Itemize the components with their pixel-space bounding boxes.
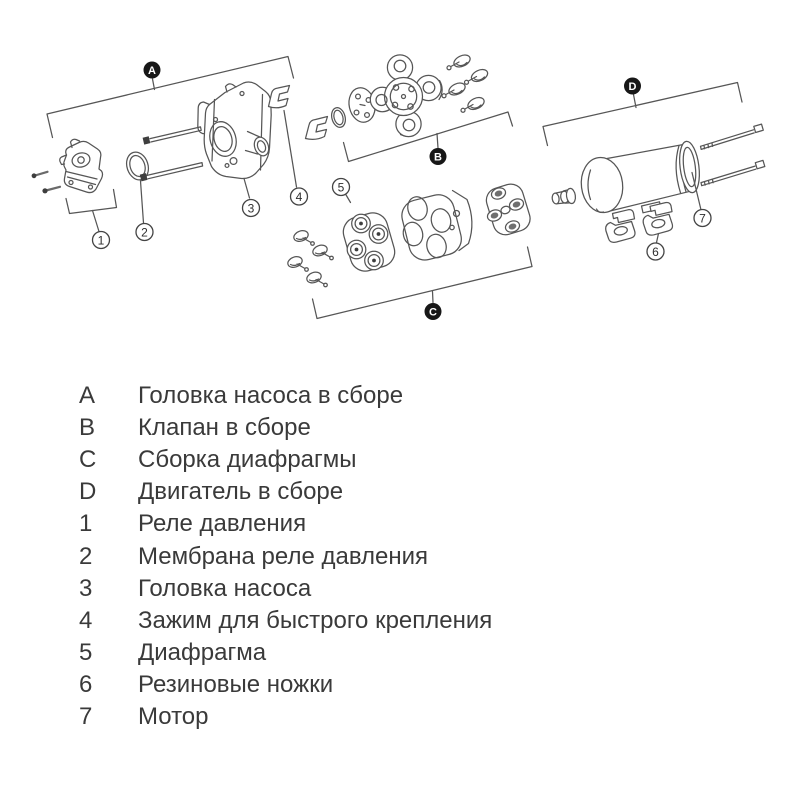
legend-key: B bbox=[79, 414, 96, 442]
part-badge-2: 2 bbox=[135, 222, 154, 242]
quick-clamp-top bbox=[267, 84, 291, 109]
legend-key: 4 bbox=[79, 606, 93, 634]
legend-row-4: 4 Зажим для быстрого крепления bbox=[79, 605, 492, 637]
legend-key: 6 bbox=[79, 670, 93, 698]
pressure-switch-screws bbox=[31, 170, 62, 194]
part-badge-5-label: 5 bbox=[338, 180, 345, 194]
valve-o-ring bbox=[330, 107, 347, 128]
part-badge-3: 3 bbox=[241, 198, 261, 218]
part-badge-2-label: 2 bbox=[141, 225, 148, 239]
part-badge-3-label: 3 bbox=[248, 201, 255, 215]
legend-text: Двигатель в сборе bbox=[138, 478, 344, 506]
bracket-b bbox=[342, 111, 514, 163]
legend-text: Диафрагма bbox=[138, 638, 267, 666]
group-badge-d: D bbox=[624, 77, 641, 95]
bracket-1 bbox=[65, 188, 118, 233]
wobble-plate bbox=[485, 183, 531, 236]
legend-row-d: D Двигатель в сборе bbox=[79, 476, 492, 508]
part-badge-7: 7 bbox=[693, 208, 712, 228]
legend-row-b: B Клапан в сборе bbox=[79, 412, 492, 444]
legend-key: 1 bbox=[79, 510, 93, 538]
group-badge-c-label: C bbox=[429, 307, 437, 319]
group-badge-b: B bbox=[429, 148, 447, 165]
rubber-feet bbox=[605, 201, 674, 244]
motor bbox=[580, 140, 702, 214]
legend-key: C bbox=[79, 446, 97, 474]
group-badge-c: C bbox=[424, 303, 442, 320]
legend-row-7: 7 Мотор bbox=[79, 701, 492, 733]
legend-key: 2 bbox=[79, 542, 93, 570]
group-badge-a-label: A bbox=[148, 65, 156, 77]
group-badge-b-label: B bbox=[434, 152, 442, 164]
legend-text: Головка насоса в сборе bbox=[138, 382, 404, 410]
pressure-switch-membrane bbox=[125, 151, 150, 224]
diaphragm-housing bbox=[401, 189, 473, 261]
legend-text: Резиновые ножки bbox=[138, 670, 334, 698]
legend-row-1: 1 Реле давления bbox=[79, 508, 492, 540]
legend-key: 3 bbox=[79, 574, 93, 602]
legend-text: Головка насоса bbox=[138, 574, 312, 602]
part-badge-6: 6 bbox=[646, 242, 665, 261]
legend-text: Мембрана реле давления bbox=[138, 542, 429, 570]
legend-row-5: 5 Диафрагма bbox=[79, 637, 492, 669]
bracket-c bbox=[311, 246, 533, 320]
part-badge-4: 4 bbox=[289, 187, 309, 206]
legend-text: Реле давления bbox=[138, 510, 307, 538]
legend-row-3: 3 Головка насоса bbox=[79, 573, 492, 605]
bracket-a bbox=[46, 55, 295, 139]
legend-key: 7 bbox=[79, 702, 93, 730]
quick-clamp-side bbox=[283, 109, 329, 188]
legend-text: Сборка диафрагмы bbox=[138, 446, 357, 474]
legend-key: D bbox=[79, 478, 97, 506]
part-badge-1-label: 1 bbox=[98, 233, 105, 247]
legend-key: A bbox=[79, 382, 96, 410]
part-badge-4-label: 4 bbox=[296, 190, 303, 204]
motor-bolt-upper bbox=[699, 123, 764, 151]
bracket-d bbox=[542, 81, 743, 147]
valve-body bbox=[369, 54, 443, 138]
legend-text: Мотор bbox=[138, 702, 209, 730]
shaft-coupling bbox=[551, 187, 577, 205]
umbrella-valves bbox=[441, 54, 489, 113]
legend-text: Клапан в сборе bbox=[138, 414, 311, 442]
group-badge-a: A bbox=[143, 61, 161, 79]
part-badge-6-label: 6 bbox=[652, 245, 659, 259]
head-bolt-lower bbox=[139, 161, 204, 182]
part-badge-5: 5 bbox=[331, 177, 351, 197]
pump-head bbox=[197, 81, 272, 199]
legend-row-c: C Сборка диафрагмы bbox=[79, 444, 492, 476]
legend-key: 5 bbox=[79, 638, 93, 666]
legend-text: Зажим для быстрого крепления bbox=[138, 606, 493, 634]
diaphragm-poppets bbox=[287, 230, 334, 288]
group-badge-d-label: D bbox=[629, 81, 637, 93]
exploded-diagram-svg: A B C D 1 2 3 bbox=[31, 54, 766, 320]
part-badge-7-label: 7 bbox=[699, 211, 706, 225]
pressure-switch bbox=[59, 138, 104, 194]
part-badge-1: 1 bbox=[91, 230, 111, 250]
exploded-diagram: A B C D 1 2 3 bbox=[0, 0, 800, 372]
head-bolt-upper bbox=[142, 126, 202, 145]
legend-row-2: 2 Мембрана реле давления bbox=[79, 540, 492, 572]
legend-row-a: A Головка насоса в сборе bbox=[79, 380, 492, 412]
legend-row-6: 6 Резиновые ножки bbox=[79, 669, 492, 701]
motor-bolt-lower bbox=[700, 159, 766, 187]
diaphragm bbox=[342, 193, 396, 272]
